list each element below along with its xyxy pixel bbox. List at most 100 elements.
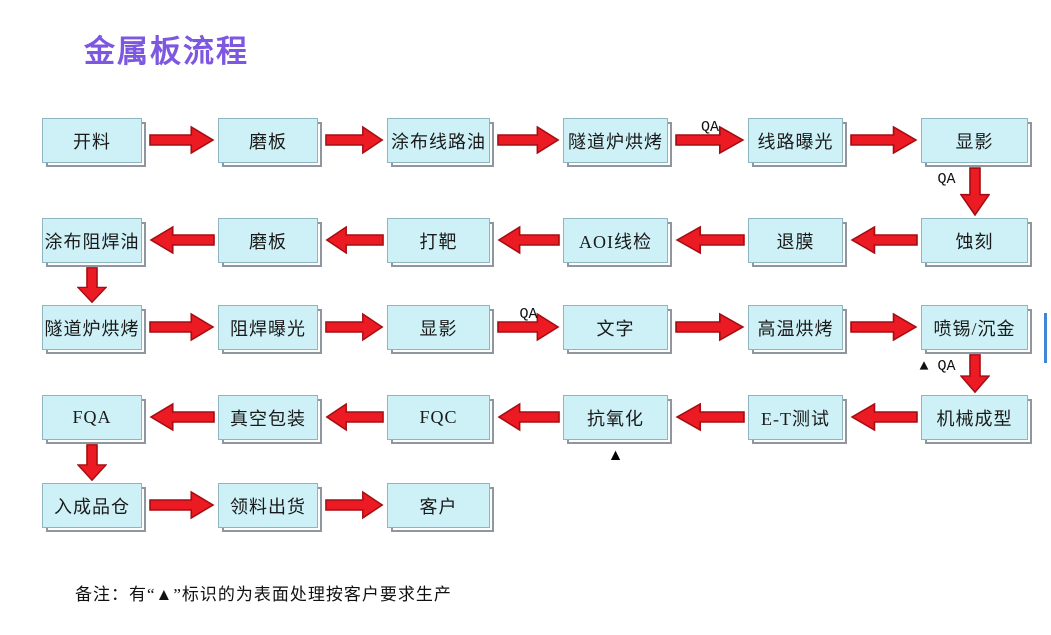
node-box: 入成品仓 <box>42 483 142 528</box>
arrow-right-icon <box>149 312 215 342</box>
arrow-down-icon <box>959 167 990 216</box>
flow-node: 涂布线路油 <box>387 118 494 167</box>
arrow-down-icon <box>959 354 990 393</box>
flow-node-label: 涂布阻焊油 <box>44 231 140 252</box>
node-box: AOI线检 <box>563 218 668 263</box>
flow-node-label: 显影 <box>955 131 994 152</box>
flow-node: 显影 <box>387 305 494 354</box>
flow-node: 阻焊曝光 <box>218 305 322 354</box>
flow-node-label: 磨板 <box>249 231 287 252</box>
qa-label: QA <box>937 171 956 188</box>
flow-node-label: 蚀刻 <box>955 231 994 252</box>
flow-node-label: 显影 <box>419 318 458 339</box>
flow-node: 磨板 <box>218 118 322 167</box>
arrow-right-icon <box>675 125 745 155</box>
node-box: FQA <box>42 395 142 440</box>
arrow-right-icon <box>850 312 918 342</box>
flow-node: 机械成型 <box>921 395 1032 444</box>
arrow-left-icon <box>850 402 918 432</box>
page-edge-mark <box>1044 313 1047 363</box>
node-box: 磨板 <box>218 118 318 163</box>
flow-node-label: 文字 <box>596 318 635 339</box>
footnote: 备注：有“▲”标识的为表面处理按客户要求生产 <box>75 585 452 604</box>
node-box: 退膜 <box>748 218 843 263</box>
flow-node: 高温烘烤 <box>748 305 847 354</box>
flow-node-label: AOI线检 <box>579 231 652 252</box>
flow-node-label: 涂布线路油 <box>391 131 486 152</box>
node-box: 涂布阻焊油 <box>42 218 142 263</box>
flow-node-label: 客户 <box>419 496 458 517</box>
flow-node: E-T测试 <box>748 395 847 444</box>
flow-node-label: 开料 <box>73 131 111 152</box>
flow-node-label: 机械成型 <box>936 408 1013 429</box>
arrow-down-icon <box>77 267 107 303</box>
node-box: 客户 <box>387 483 490 528</box>
flow-node: FQA <box>42 395 146 444</box>
node-box: 隧道炉烘烤 <box>563 118 668 163</box>
qa-label: QA <box>700 119 719 136</box>
triangle-mark: ▲ <box>607 447 624 464</box>
flow-node-label: FQC <box>419 407 458 427</box>
arrow-right-icon <box>149 125 215 155</box>
node-box: 显影 <box>387 305 490 350</box>
flow-node: 喷锡/沉金 <box>921 305 1032 354</box>
node-box: 蚀刻 <box>921 218 1028 263</box>
node-box: 机械成型 <box>921 395 1028 440</box>
flow-node-label: 磨板 <box>249 131 287 152</box>
node-box: 涂布线路油 <box>387 118 490 163</box>
flow-node-label: 退膜 <box>776 231 815 252</box>
flow-node: AOI线检 <box>563 218 672 267</box>
arrow-left-icon <box>850 225 918 255</box>
arrow-left-icon <box>149 402 215 432</box>
node-box: 磨板 <box>218 218 318 263</box>
flow-node: 线路曝光 <box>748 118 847 167</box>
flow-node: 开料 <box>42 118 146 167</box>
arrow-left-icon <box>325 402 384 432</box>
arrow-down-icon <box>77 444 107 481</box>
flow-node: 隧道炉烘烤 <box>42 305 146 354</box>
node-box: 打靶 <box>387 218 490 263</box>
flow-node: 磨板 <box>218 218 322 267</box>
arrow-right-icon <box>675 312 745 342</box>
arrow-right-icon <box>325 312 384 342</box>
node-box: FQC <box>387 395 490 440</box>
qa-label: ▲ QA <box>919 358 956 375</box>
arrow-left-icon <box>497 225 560 255</box>
flow-node: 抗氧化 <box>563 395 672 444</box>
flow-node-label: 线路曝光 <box>757 131 834 152</box>
arrow-left-icon <box>675 402 745 432</box>
flow-node-label: 高温烘烤 <box>757 318 834 339</box>
arrow-right-icon <box>497 125 560 155</box>
node-box: 显影 <box>921 118 1028 163</box>
flow-node: 蚀刻 <box>921 218 1032 267</box>
arrow-left-icon <box>325 225 384 255</box>
page-title: 金属板流程 <box>84 34 249 69</box>
flow-node-label: 领料出货 <box>230 496 306 517</box>
node-box: 线路曝光 <box>748 118 843 163</box>
arrow-right-icon <box>850 125 918 155</box>
flow-node-label: FQA <box>72 407 112 427</box>
node-box: 阻焊曝光 <box>218 305 318 350</box>
node-box: 高温烘烤 <box>748 305 843 350</box>
flow-node: 领料出货 <box>218 483 322 532</box>
node-box: 领料出货 <box>218 483 318 528</box>
node-box: 开料 <box>42 118 142 163</box>
flow-node-label: 喷锡/沉金 <box>933 318 1016 339</box>
flow-node-label: 打靶 <box>419 231 458 252</box>
arrow-left-icon <box>675 225 745 255</box>
flow-node-label: E-T测试 <box>761 408 830 429</box>
flow-node: 显影 <box>921 118 1032 167</box>
arrow-right-icon <box>149 490 215 520</box>
flow-node: 隧道炉烘烤 <box>563 118 672 167</box>
flow-node: FQC <box>387 395 494 444</box>
node-box: 真空包装 <box>218 395 318 440</box>
flow-node-label: 隧道炉烘烤 <box>568 131 663 152</box>
node-box: 喷锡/沉金 <box>921 305 1028 350</box>
flow-node: 真空包装 <box>218 395 322 444</box>
flow-node-label: 抗氧化 <box>587 408 644 429</box>
flow-node: 涂布阻焊油 <box>42 218 146 267</box>
node-box: E-T测试 <box>748 395 843 440</box>
arrow-right-icon <box>325 490 384 520</box>
flow-node: 文字 <box>563 305 672 354</box>
